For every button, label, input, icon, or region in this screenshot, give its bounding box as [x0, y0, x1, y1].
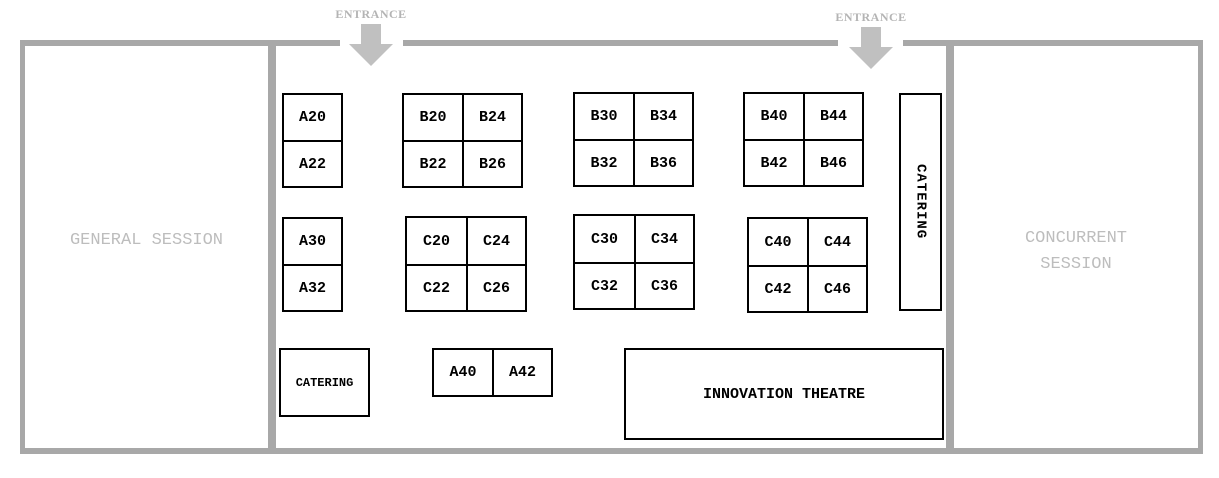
booth-b40[interactable]: B40: [743, 92, 805, 141]
booth-b24[interactable]: B24: [462, 93, 523, 142]
wall-top-left: [20, 40, 340, 46]
booth-b22[interactable]: B22: [402, 140, 464, 188]
booth-c46[interactable]: C46: [807, 265, 868, 313]
wall-left: [20, 40, 25, 454]
catering-left[interactable]: CATERING: [279, 348, 370, 417]
arrow-down-icon: [849, 27, 893, 69]
booth-c40[interactable]: C40: [747, 217, 809, 267]
booth-b46[interactable]: B46: [803, 139, 864, 187]
booth-c32[interactable]: C32: [573, 262, 636, 310]
innovation-theatre[interactable]: INNOVATION THEATRE: [624, 348, 944, 440]
booth-b34[interactable]: B34: [633, 92, 694, 141]
booth-c22[interactable]: C22: [405, 264, 468, 312]
booth-c42[interactable]: C42: [747, 265, 809, 313]
booth-c20[interactable]: C20: [405, 216, 468, 266]
booth-b44[interactable]: B44: [803, 92, 864, 141]
booth-b36[interactable]: B36: [633, 139, 694, 187]
booth-b30[interactable]: B30: [573, 92, 635, 141]
entrance-label: ENTRANCE: [335, 7, 407, 21]
wall-bottom: [20, 448, 1203, 454]
wall-right: [1198, 40, 1203, 454]
entrance-right[interactable]: ENTRANCE: [831, 10, 911, 71]
entrance-label: ENTRANCE: [835, 10, 907, 24]
booth-b42[interactable]: B42: [743, 139, 805, 187]
wall-divider-left: [268, 40, 276, 454]
concurrent-session-line1: CONCURRENT: [1024, 229, 1128, 248]
booth-a30[interactable]: A30: [282, 217, 343, 266]
catering-right[interactable]: CATERING: [899, 93, 942, 311]
booth-a22[interactable]: A22: [282, 140, 343, 188]
booth-c30[interactable]: C30: [573, 214, 636, 264]
booth-c34[interactable]: C34: [634, 214, 695, 264]
booth-c36[interactable]: C36: [634, 262, 695, 310]
concurrent-session-line2: SESSION: [1040, 255, 1112, 274]
booth-c26[interactable]: C26: [466, 264, 527, 312]
booth-c44[interactable]: C44: [807, 217, 868, 267]
booth-a20[interactable]: A20: [282, 93, 343, 142]
booth-b26[interactable]: B26: [462, 140, 523, 188]
wall-divider-right: [946, 40, 954, 454]
wall-top-middle: [403, 40, 838, 46]
booth-b20[interactable]: B20: [402, 93, 464, 142]
booth-a42[interactable]: A42: [492, 348, 553, 397]
entrance-left[interactable]: ENTRANCE: [331, 7, 411, 68]
wall-top-right: [903, 40, 1203, 46]
concurrent-session-label: CONCURRENT SESSION: [954, 226, 1198, 278]
booth-a40[interactable]: A40: [432, 348, 494, 397]
booth-a32[interactable]: A32: [282, 264, 343, 312]
booth-c24[interactable]: C24: [466, 216, 527, 266]
booth-b32[interactable]: B32: [573, 139, 635, 187]
general-session-label: GENERAL SESSION: [69, 231, 224, 250]
arrow-down-icon: [349, 24, 393, 66]
